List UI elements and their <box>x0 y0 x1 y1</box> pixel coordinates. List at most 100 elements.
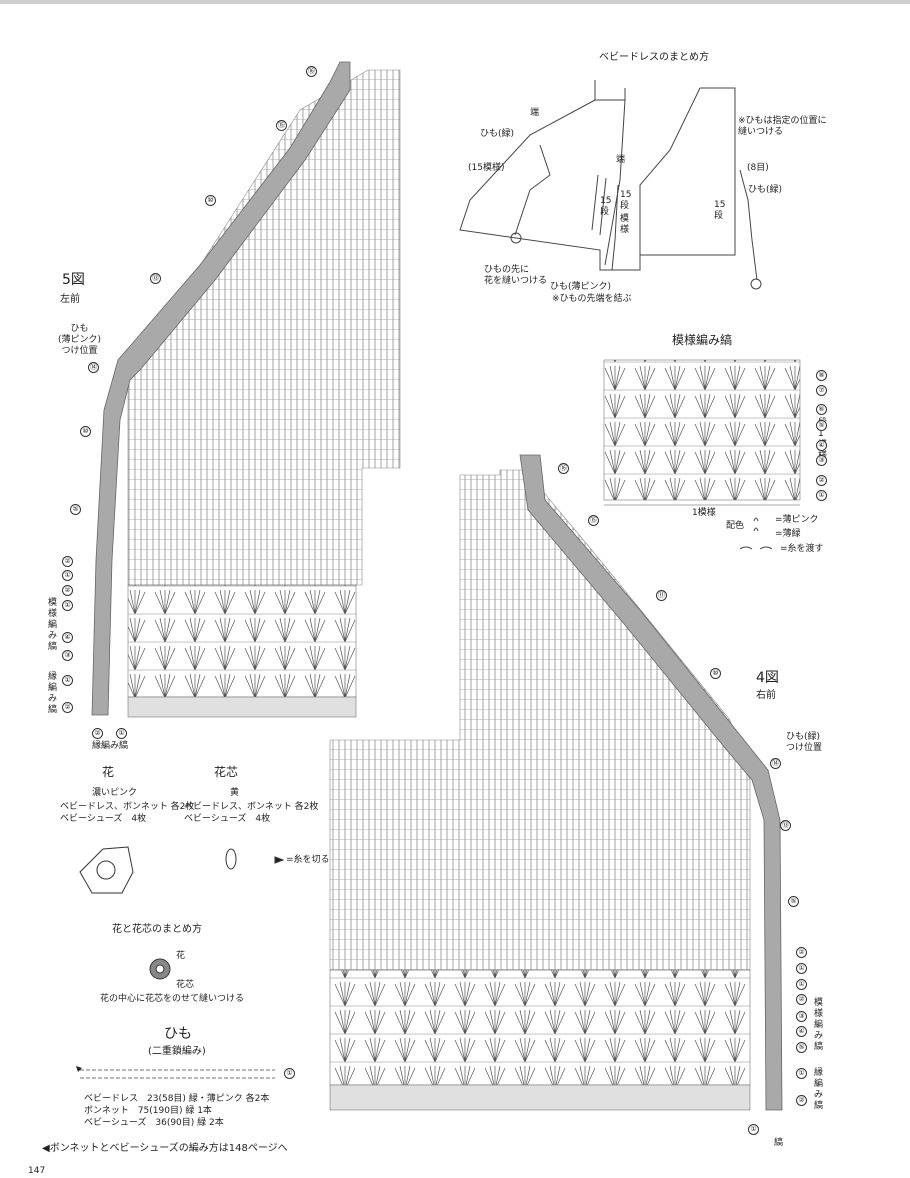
swatch-color-label: 配色 <box>726 521 745 531</box>
himo-row-2: ボンネット 75(190目) 緑 1本 <box>84 1106 212 1116</box>
swatch-mark-5: ⑤ <box>816 420 827 431</box>
fig4-mark-13: ⑬ <box>780 820 791 831</box>
fig5-mark-2d: ② <box>92 728 103 739</box>
label-pattern15: (15模様) <box>468 163 505 173</box>
swatch-mark-6: ⑥ <box>816 404 827 415</box>
fig5-himo-label: ひも (薄ピンク) つけ位置 <box>58 324 102 356</box>
fig4-mark-1a: ① <box>796 963 807 974</box>
fig4-mark-11: ⑪ <box>656 590 667 601</box>
pattern-swatch <box>603 359 801 550</box>
fig4-mark-16: ⑯ <box>558 463 569 474</box>
swatch-yarn-note: =糸を渡す <box>780 544 824 554</box>
fig4-mark-4: ④ <box>796 1026 807 1037</box>
fig5-mark-16: ⑯ <box>306 66 317 77</box>
fig5-mark-10b: ⑩ <box>80 426 91 437</box>
swatch-repeat-label: 1模様 <box>692 508 716 518</box>
himo-drawing <box>76 1066 275 1079</box>
label-dan15c: 15 段 <box>714 200 726 221</box>
fig4-right-pattern: 模 様 編 み 縞 <box>814 998 824 1052</box>
label-dan15a: 15 段 <box>600 196 612 217</box>
swatch-mark-7: ⑦ <box>816 385 827 396</box>
fig5-mark-5: ⑤ <box>70 504 81 515</box>
label-himo-pink: ひも(薄ピンク) <box>550 282 612 292</box>
fig5-name: 左前 <box>60 294 80 305</box>
fig4-mark-5b: ⑤ <box>796 1042 807 1053</box>
label-row8: (8目) <box>747 163 769 173</box>
assembly-label-flower: 花 <box>176 951 186 961</box>
himo-title: ひも <box>164 1026 192 1042</box>
fig5-left-pattern: 模 様 編 み 縞 <box>48 598 58 652</box>
flower-core-line2: ベビーシューズ 4枚 <box>184 814 271 824</box>
flower-title: 花 <box>102 765 115 779</box>
label-moyo: 模 様 <box>620 214 630 235</box>
flower-line1: ベビードレス、ボンネット 各2枚 <box>60 802 195 812</box>
label-flower-note: ひもの先に 花を縫いつける <box>484 265 548 286</box>
assembly-flower-title: 花と花芯のまとめ方 <box>112 924 202 935</box>
flower-line2: ベビーシューズ 4枚 <box>60 814 147 824</box>
fig5-mark-1d: ① <box>116 728 127 739</box>
fig4-mark-2b: ② <box>796 994 807 1005</box>
swatch-mark-3: ③ <box>816 455 827 466</box>
fig5-mark-2a: ② <box>62 556 73 567</box>
fig5-mark-3: ③ <box>62 650 73 661</box>
fig4-mark-5: ⑤ <box>788 896 799 907</box>
fig4-mark-3: ③ <box>796 1011 807 1022</box>
label-himo-green2: ひも(緑) <box>748 185 783 195</box>
label-edge: 端 <box>530 108 540 118</box>
fig4-bottom-label: 縞 <box>774 1138 784 1148</box>
fig4-mark-2a: ② <box>796 947 807 958</box>
assembly-title: ベビードレスのまとめ方 <box>599 52 709 63</box>
fig4-mark-15: ⑮ <box>588 515 599 526</box>
fig5-mark-4: ④ <box>62 632 73 643</box>
flower-drawing <box>79 846 285 980</box>
swatch-title: 模様編み縞 <box>672 333 733 347</box>
label-edge2: 端 <box>616 155 626 165</box>
fig4-mark-2c: ② <box>796 1095 807 1106</box>
label-dan15b: 15 段 <box>620 190 632 211</box>
himo-row-1: ベビードレス 23(58目) 緑・薄ピンク 各2本 <box>84 1094 270 1104</box>
top-rule <box>0 0 910 4</box>
fig4-right-edge: 縁 編 み 縞 <box>814 1068 824 1111</box>
fig5-mark-2c: ② <box>62 702 73 713</box>
fig5-mark-14: ⑭ <box>88 362 99 373</box>
flower-color: 濃いピンク <box>92 788 138 798</box>
flower-core-title: 花芯 <box>214 765 239 779</box>
swatch-color-2: =薄緑 <box>775 529 801 539</box>
fig5-mark-15: ⑮ <box>276 120 287 131</box>
assembly-label-core: 花芯 <box>176 980 195 990</box>
fig5-mark-1c: ① <box>62 675 73 686</box>
himo-row-3: ベビーシューズ 36(90目) 緑 2本 <box>84 1118 224 1128</box>
fig4-mark-14: ⑭ <box>770 758 781 769</box>
himo-subtitle: (二重鎖編み) <box>148 1046 206 1057</box>
swatch-repeat-side: 4 段 1 模 様 <box>818 407 827 461</box>
fig4-body <box>329 454 783 1111</box>
footer-note: ◀ボンネットとベビーシューズの編み方は148ページへ <box>42 1143 288 1154</box>
fig5-mark-2b: ② <box>62 585 73 596</box>
page-number: 147 <box>28 1166 46 1176</box>
label-himo-green: ひも(緑) <box>480 129 515 139</box>
assembly-note: 花の中心に花芯をのせて縫いつける <box>100 994 245 1004</box>
fig4-mark-1d: ① <box>748 1124 759 1135</box>
fig4-number: 4図 <box>756 670 779 686</box>
swatch-mark-2: ② <box>816 475 827 486</box>
himo-mark-1: ① <box>284 1068 295 1079</box>
fig4-himo-label: ひも(緑) つけ位置 <box>786 732 823 753</box>
cut-note: =糸を切る <box>286 855 330 865</box>
fig5-bottom-label: 縁編み縞 <box>92 741 129 751</box>
fig4-mark-1b: ① <box>796 979 807 990</box>
swatch-mark-1: ① <box>816 490 827 501</box>
swatch-color-1: =薄ピンク <box>775 515 819 525</box>
swatch-mark-8: ⑧ <box>816 370 827 381</box>
dress-assembly-sketch <box>459 80 762 290</box>
fig5-mark-10a: ⑩ <box>205 195 216 206</box>
fig5-body <box>91 61 401 718</box>
fig5-number: 5図 <box>62 272 85 288</box>
fig5-mark-13: ⑬ <box>150 273 161 284</box>
label-note-right: ※ひもは指定の位置に 縫いつける <box>738 116 827 137</box>
fig5-mark-1a: ① <box>62 570 73 581</box>
fig5-left-edge: 縁 編 み 縞 <box>48 672 58 715</box>
fig5-mark-1b: ① <box>62 600 73 611</box>
label-tie-note: ※ひもの先端を結ぶ <box>552 294 632 304</box>
flower-core-color: 黄 <box>230 788 240 798</box>
